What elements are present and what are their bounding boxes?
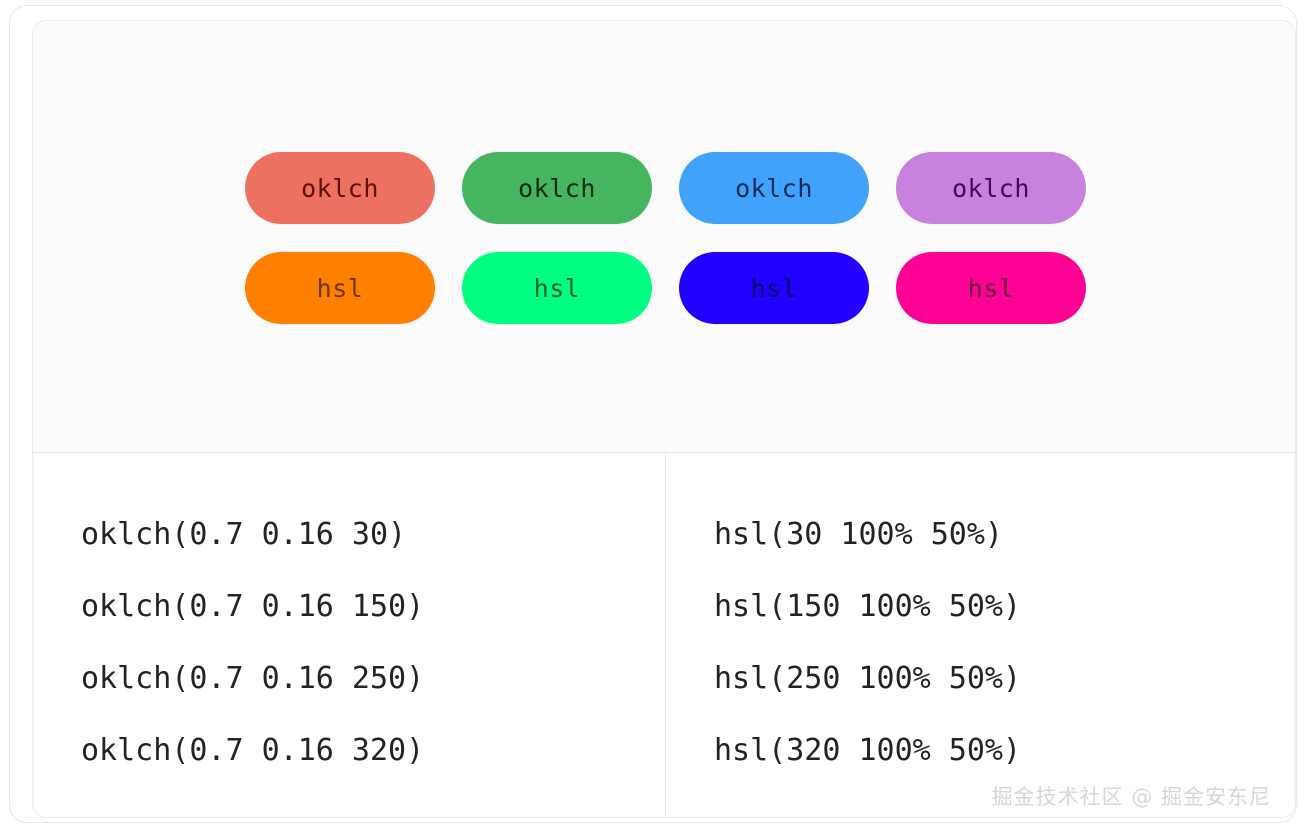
oklch-notation-line: oklch(0.7 0.16 250) [81, 661, 425, 696]
hsl-notation-column: hsl(30 100% 50%) hsl(150 100% 50%) hsl(250… [666, 453, 1295, 817]
oklch-notation-line: oklch(0.7 0.16 320) [81, 733, 425, 768]
color-swatch-label: hsl [316, 273, 364, 303]
color-swatch-oklch-0[interactable]: oklch [245, 152, 435, 224]
color-swatch-label: hsl [750, 273, 798, 303]
hsl-notation-line: hsl(320 100% 50%) [714, 733, 1022, 768]
color-swatch-hsl-3[interactable]: hsl [896, 252, 1086, 324]
oklch-notation-line: oklch(0.7 0.16 30) [81, 517, 407, 552]
oklch-notation-column: oklch(0.7 0.16 30) oklch(0.7 0.16 150) okl… [33, 453, 666, 817]
notation-panel: oklch(0.7 0.16 30) oklch(0.7 0.16 150) okl… [33, 453, 1295, 817]
color-swatch-hsl-1[interactable]: hsl [462, 252, 652, 324]
color-swatch-grid: oklch oklch oklch oklch hsl hsl hsl hsl [245, 152, 1086, 324]
color-swatch-label: oklch [735, 173, 813, 203]
color-swatch-label: hsl [967, 273, 1015, 303]
color-swatch-oklch-3[interactable]: oklch [896, 152, 1086, 224]
watermark-text: 掘金技术社区 @ 掘金安东尼 [991, 785, 1271, 809]
color-swatch-hsl-2[interactable]: hsl [679, 252, 869, 324]
outer-card-frame: oklch oklch oklch oklch hsl hsl hsl hsl oklch(0… [9, 5, 1297, 823]
color-swatch-label: oklch [301, 173, 379, 203]
color-swatch-oklch-1[interactable]: oklch [462, 152, 652, 224]
color-swatch-label: hsl [533, 273, 581, 303]
color-swatch-label: oklch [518, 173, 596, 203]
demo-card: oklch oklch oklch oklch hsl hsl hsl hsl oklch(0… [32, 20, 1296, 818]
oklch-notation-line: oklch(0.7 0.16 150) [81, 589, 425, 624]
hsl-notation-line: hsl(30 100% 50%) [714, 517, 1003, 552]
color-swatch-hsl-0[interactable]: hsl [245, 252, 435, 324]
color-swatch-oklch-2[interactable]: oklch [679, 152, 869, 224]
color-swatch-label: oklch [952, 173, 1030, 203]
color-preview-panel: oklch oklch oklch oklch hsl hsl hsl hsl [33, 21, 1295, 453]
hsl-notation-line: hsl(250 100% 50%) [714, 661, 1022, 696]
hsl-notation-line: hsl(150 100% 50%) [714, 589, 1022, 624]
